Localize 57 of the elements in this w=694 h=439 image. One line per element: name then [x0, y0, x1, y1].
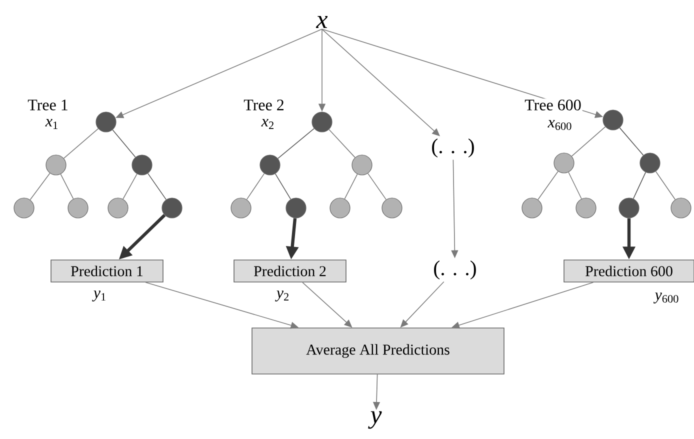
tree-branch [122, 174, 138, 200]
tree-label: Tree 600 [524, 98, 582, 112]
tree-node-circle [14, 198, 34, 218]
tree-node-circle [162, 198, 182, 218]
tree-branch [274, 173, 292, 200]
tree-node-circle [522, 198, 542, 218]
tree-node-circle [602, 110, 624, 130]
tree-branch [30, 172, 50, 200]
prediction-box: Prediction 1 [50, 260, 164, 282]
subscript-variable: y$_{1}$ [92, 290, 108, 302]
tree-branch [112, 130, 136, 158]
tree-node-circle [96, 112, 116, 132]
tree-branch [328, 129, 356, 158]
tree-node-circle [670, 198, 692, 218]
tree-branch [63, 128, 99, 159]
tree-branch [278, 128, 314, 159]
subscript-variable: x$_{1}$ [44, 118, 60, 130]
tree-branch [368, 173, 386, 200]
tree-branch [571, 126, 606, 157]
prediction-box: Prediction 600 [564, 260, 694, 282]
tree-node-circle [554, 152, 574, 174]
tree-node-circle [576, 198, 596, 218]
tree-branch [344, 174, 358, 200]
tree-branch [568, 172, 582, 200]
prediction-box: Prediction 2 [234, 260, 346, 282]
tree-node-circle [108, 198, 128, 218]
tree-node-circle [330, 198, 350, 218]
tree-node-circle [286, 198, 306, 218]
tree-node-circle [382, 198, 402, 218]
tree-branch [619, 127, 644, 156]
tree-branch [246, 173, 265, 200]
tree-branch [148, 173, 167, 200]
tree-node-circle [68, 198, 88, 218]
subscript-variable: y$_{2}$ [275, 290, 291, 302]
tree-node-circle [640, 152, 660, 174]
tree-label: Tree 2 [242, 98, 286, 112]
tree-branch [655, 171, 676, 200]
tree-node-circle [260, 154, 280, 176]
tree-node-circle [352, 154, 372, 176]
variable-label: x [316, 16, 328, 28]
tree-node-circle [618, 198, 640, 218]
subscript-variable: y$_{600}$ [653, 292, 680, 304]
arrow [116, 28, 322, 118]
ellipsis-text: (. . .) [432, 138, 474, 158]
tree-branch [538, 170, 558, 200]
tree-node-circle [132, 154, 152, 176]
tree-node-circle [312, 112, 332, 132]
tree-label: Tree 1 [26, 98, 70, 112]
tree-branch [60, 174, 74, 200]
subscript-variable: x$_{2}$ [260, 118, 276, 130]
tree-node-circle [230, 198, 252, 218]
average-box: Average All Predictions [252, 328, 504, 374]
ellipsis-text: (. . .) [434, 260, 476, 280]
tree-branch [632, 172, 646, 200]
tree-node-circle [46, 154, 66, 176]
subscript-variable: x$_{600}$ [546, 118, 574, 132]
variable-label: y [368, 411, 382, 429]
